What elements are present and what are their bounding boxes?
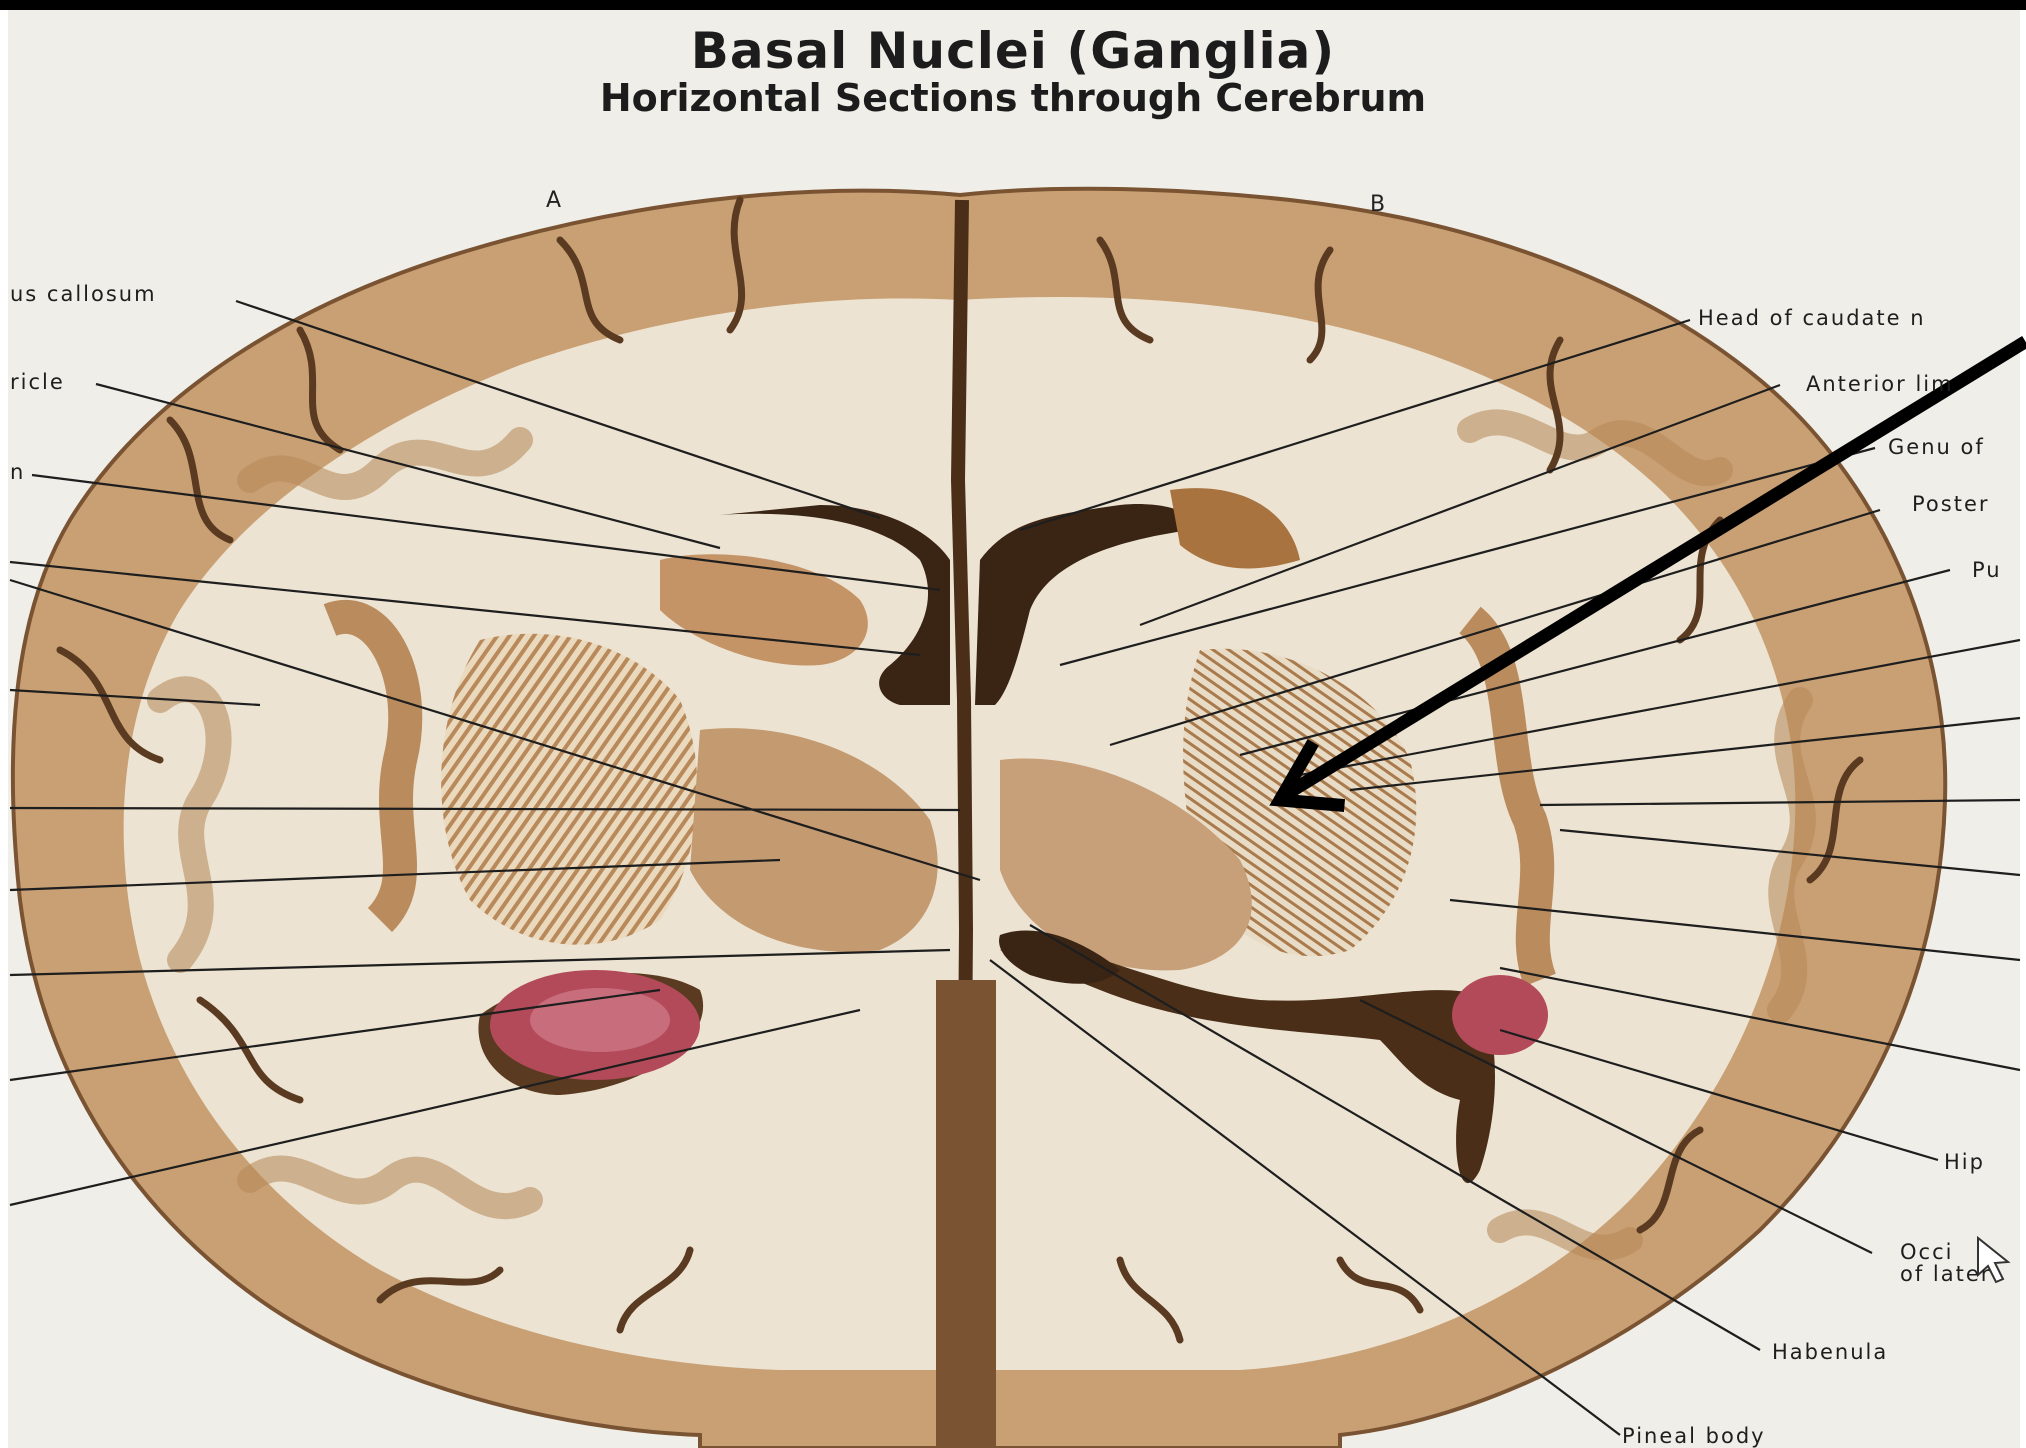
mouse-cursor-icon [1977,1235,2011,1284]
label-corpus-callosum: us callosum [10,282,157,306]
right-anterior-horn [975,504,1192,705]
left-caudate-head [660,554,868,666]
figure-subtitle: Horizontal Sections through Cerebrum [599,76,1427,120]
label-anterior-limb: Anterior lim [1806,372,1954,396]
right-thalamus [1000,758,1252,971]
left-thalamus [690,728,938,952]
posterior-fissure [936,980,996,1448]
label-occipital: Occi [1900,1240,1954,1264]
label-head-of-caudate: Head of caudate n [1698,306,1926,330]
left-insula [323,600,423,933]
right-choroid-plexus [1452,975,1548,1055]
top-border [0,0,2026,10]
section-label-b: B [1370,192,1386,217]
pineal-region [999,930,1120,984]
label-habenula: Habenula [1772,1340,1889,1364]
label-left-3: n [10,460,26,484]
section-label-a: A [546,188,562,213]
left-putamen [441,633,698,945]
leader-lines [9,299,2021,1436]
label-hippocampus: Hip [1944,1150,1985,1174]
label-pineal-body: Pineal body [1622,1424,1766,1448]
right-caudate-head [1170,488,1300,569]
pointer-arrow-icon [1269,336,2026,813]
label-genu: Genu of [1888,435,1985,459]
label-ventricle: ricle [10,370,65,394]
gyri [147,409,1816,1261]
label-posterior-limb: Poster [1912,492,1990,516]
label-putamen: Pu [1972,558,2002,582]
figure-title: Basal Nuclei (Ganglia) [690,22,1336,80]
label-of-lateral: of later [1900,1262,1992,1286]
left-anterior-horn [720,505,950,705]
